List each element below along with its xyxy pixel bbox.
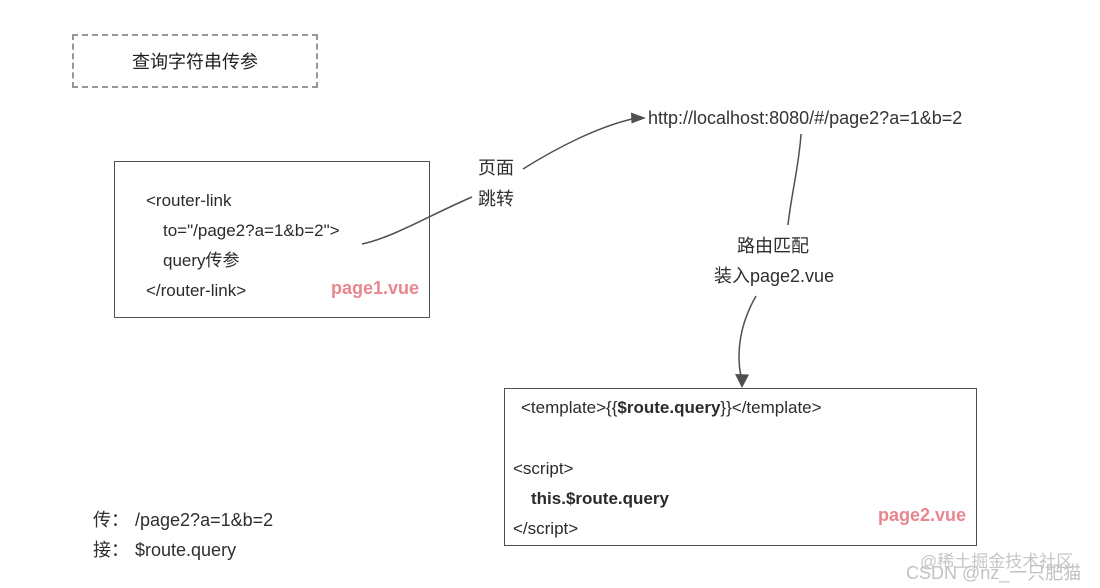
curve-jump-label-to-url xyxy=(522,118,633,170)
page2-code-box: <template>{{$route.query}}</template> <s… xyxy=(504,388,977,546)
route-match-label-line1: 路由匹配 xyxy=(737,236,809,256)
page2-file-label: page2.vue xyxy=(877,505,966,525)
code-line-router-link-open: <router-link xyxy=(146,191,232,210)
template-prefix: <template>{{ xyxy=(521,398,618,417)
summary-receive-value: $route.query xyxy=(135,540,237,560)
code-line-script-body: this.$route.query xyxy=(531,489,669,508)
arrowhead-to-page2-box xyxy=(735,374,749,388)
watermark-juejin: @稀土掘金技术社区 xyxy=(920,552,1074,571)
curve-url-to-match-label xyxy=(787,133,802,226)
template-suffix: }}</template> xyxy=(720,398,822,417)
route-match-label-line2: 装入page2.vue xyxy=(714,266,835,286)
summary-receive-label: 接： xyxy=(93,540,129,560)
code-line-router-link-close: </router-link> xyxy=(146,281,247,300)
curve-match-label-to-page2 xyxy=(738,295,757,378)
code-line-template: <template>{{$route.query}}</template> xyxy=(521,398,822,418)
page1-code-box: <router-link to="/page2?a=1&b=2"> query传… xyxy=(114,161,430,318)
summary-receive: 接： $route.query xyxy=(93,536,236,562)
code-line-script-close: </script> xyxy=(513,519,579,538)
jump-label-line2: 跳转 xyxy=(478,189,514,209)
url-text: http://localhost:8080/#/page2?a=1&b=2 xyxy=(648,108,963,128)
code-line-script-open: <script> xyxy=(513,459,574,478)
title-label: 查询字符串传参 xyxy=(132,52,258,72)
template-route-query: $route.query xyxy=(617,398,721,417)
arrowhead-to-url xyxy=(631,112,646,124)
jump-label-line1: 页面 xyxy=(478,158,514,178)
code-line-to-attribute: to="/page2?a=1&b=2"> xyxy=(163,221,340,240)
summary-send-label: 传： xyxy=(93,510,129,530)
title-box: 查询字符串传参 xyxy=(72,34,318,88)
summary-send-value: /page2?a=1&b=2 xyxy=(135,510,274,530)
summary-send: 传： /page2?a=1&b=2 xyxy=(93,506,273,532)
page1-file-label: page1.vue xyxy=(330,278,419,298)
code-line-query-slot: query传参 xyxy=(163,251,240,270)
watermark-csdn: CSDN @nz_一只肥猫 xyxy=(906,563,1082,583)
